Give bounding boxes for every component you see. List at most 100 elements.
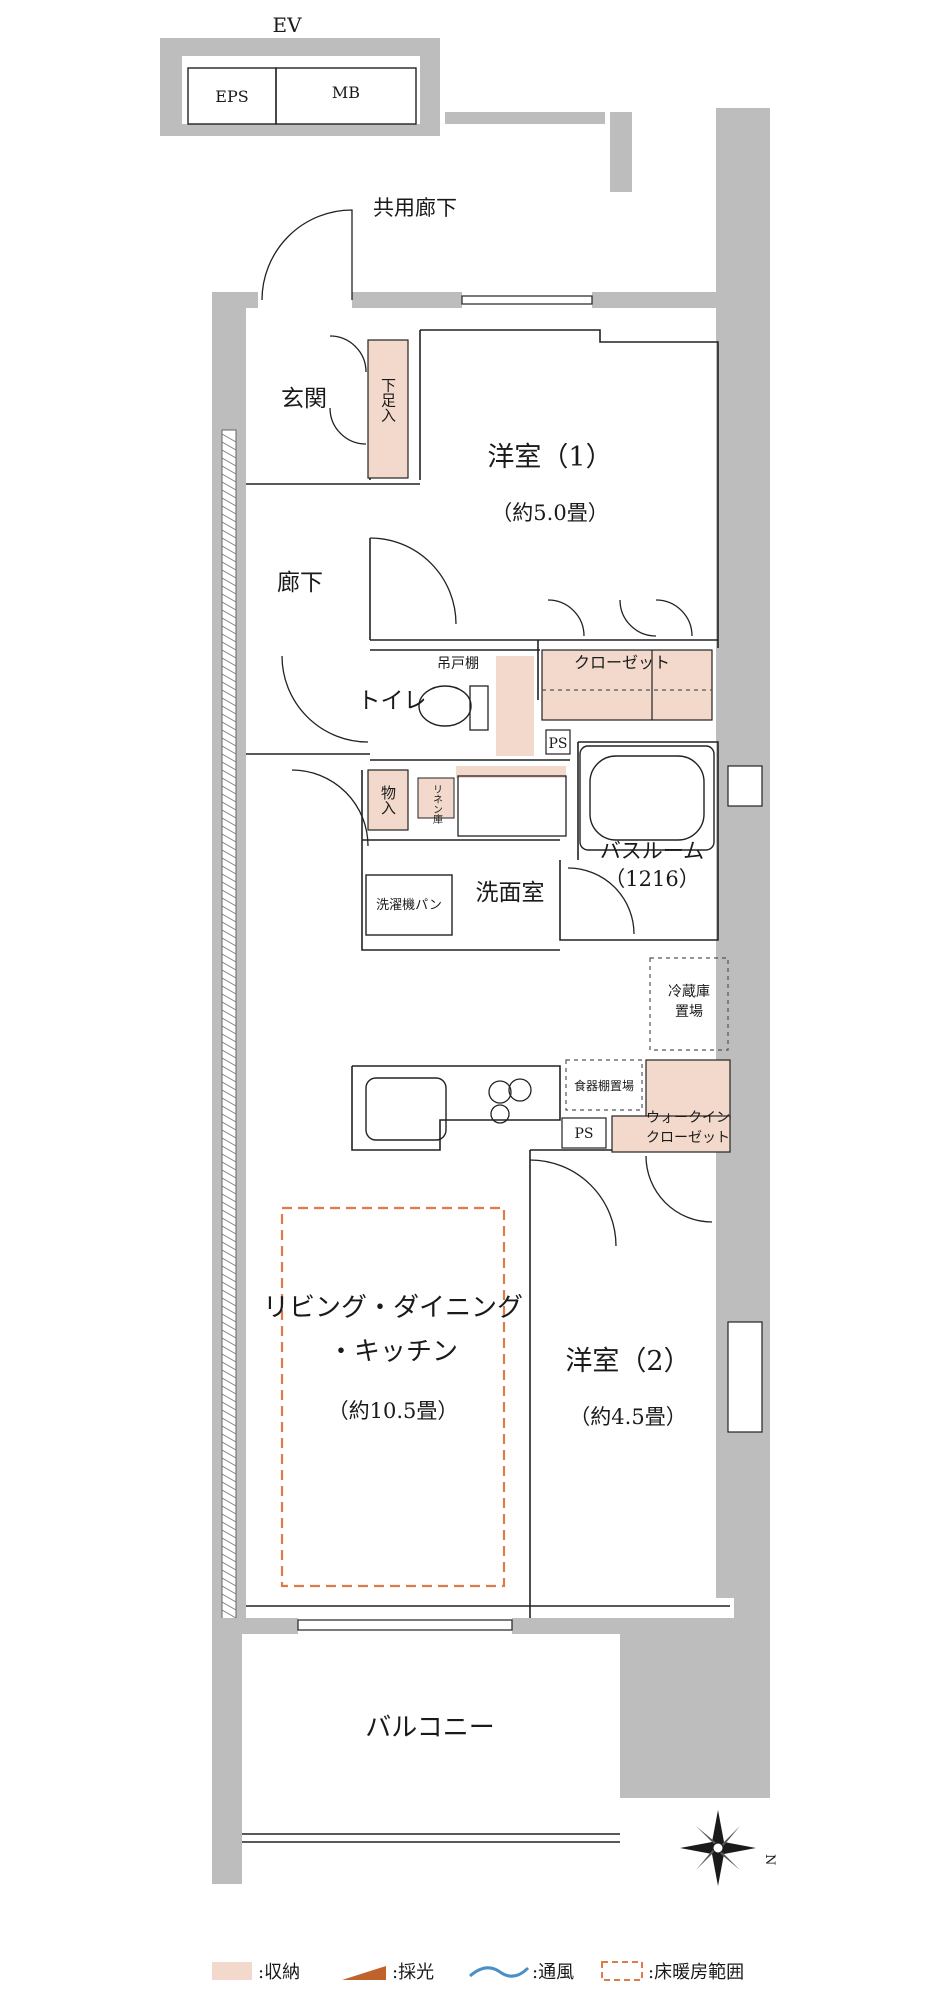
washroom-label: 洗面室 [476, 880, 545, 906]
ldk-label-2: ・キッチン [328, 1337, 458, 1367]
balcony-left-wall [212, 1634, 242, 1884]
legend-heating-swatch [601, 1961, 643, 1981]
exterior-walls [212, 108, 770, 1798]
balcony-label: バルコニー [365, 1713, 494, 1743]
room2-door [529, 1159, 617, 1247]
room1-top-line [420, 329, 719, 648]
east-wall-upper [716, 108, 734, 1598]
bathroom-name: バスルーム [600, 839, 704, 863]
mb-box [275, 67, 417, 125]
ps2-label: PS [574, 1126, 593, 1142]
south-wall-right [512, 1618, 734, 1634]
toilet-bowl [418, 685, 472, 727]
shoe-box-label: 下足入 [379, 378, 397, 423]
toilet-shelf [496, 656, 534, 756]
wash-shelf [456, 766, 566, 778]
bathtub-outer [579, 745, 715, 851]
walkin-label-2: クローゼット [646, 1130, 730, 1146]
west-hatch-lines [221, 433, 237, 1619]
floor-heating-area [280, 1206, 506, 1588]
compass-north-label: N [762, 1854, 777, 1865]
ev-left-wall [160, 56, 182, 136]
ev-top-wall [160, 38, 440, 56]
storage-label: 物入 [379, 785, 397, 815]
ev-right-wall [420, 38, 440, 136]
closet-room1 [541, 649, 713, 721]
vanity [457, 775, 567, 837]
room-labels: 玄関 下足入 廊下 洋室（1） （約5.0畳） クローゼット 吊戸棚 トイレ P… [263, 378, 730, 1430]
toilet-door [281, 655, 369, 743]
washroom-outline [361, 770, 560, 951]
kitchen-counter [351, 1065, 561, 1151]
daylight-arrow-icon [342, 1966, 386, 1980]
kitchen-sink [365, 1077, 447, 1141]
storage-closet [367, 769, 409, 831]
walkin-door [645, 1155, 713, 1223]
linen-closet [417, 777, 455, 819]
fixtures [365, 685, 729, 1149]
linen-label: リネン庫 [431, 784, 443, 825]
shared-area: EV EPS MB 共用廊下 [160, 13, 632, 220]
fridge-label-2: 置場 [675, 1004, 703, 1020]
ps-box-1 [545, 729, 571, 755]
toilet-label: トイレ [358, 688, 427, 714]
walkin-closet-lower [611, 1115, 731, 1153]
fridge-label-1: 冷蔵庫 [668, 983, 710, 1000]
legend-heating-label: :床暖房範囲 [648, 1962, 744, 1983]
ventilation-wave-icon [469, 1966, 530, 1978]
ldk-label-1: リビング・ダイニング [263, 1293, 523, 1323]
ps-box-2 [561, 1117, 607, 1149]
mb-label: MB [332, 83, 360, 102]
balcony-right-wall [620, 1634, 770, 1798]
north-wall-mid [352, 292, 462, 308]
shoe-box-doors [329, 335, 367, 445]
burner-2 [508, 1078, 532, 1102]
legend-daylight-label: :採光 [392, 1962, 434, 1983]
ev-bottom-wall [182, 124, 420, 136]
room2-size: （約4.5畳） [569, 1405, 686, 1429]
common-corridor-label: 共用廊下 [373, 196, 457, 220]
bath-outline [559, 741, 719, 941]
legend-ventilation-label: :通風 [532, 1962, 574, 1983]
toilet-tank [469, 685, 489, 731]
room2-name: 洋室（2） [565, 1346, 690, 1377]
closet-doors [547, 599, 693, 637]
legend-storage-label: :収納 [258, 1962, 300, 1983]
bathtub-inner [589, 755, 705, 841]
hanging-shelf-label: 吊戸棚 [437, 656, 479, 672]
fridge-space [649, 957, 729, 1051]
legend: :収納 :採光 :通風 :床暖房範囲 [212, 1961, 744, 1983]
washing-pan-label: 洗濯機パン [376, 898, 442, 913]
storage-areas [367, 339, 731, 1153]
burner-1 [488, 1080, 512, 1104]
bathroom-size: （1216） [604, 867, 699, 891]
ldk-window [297, 1619, 513, 1631]
doors [261, 209, 713, 1247]
burner-3 [490, 1104, 510, 1124]
north-wall-right [592, 292, 734, 308]
ps1-label: PS [548, 736, 567, 752]
balcony: バルコニー [212, 1634, 770, 1884]
corridor-label: 廊下 [277, 570, 323, 596]
shaft-right-wall [610, 112, 632, 192]
compass-center [712, 1842, 724, 1854]
room1-door [369, 537, 457, 625]
south-wall-left [212, 1618, 298, 1634]
room1-name: 洋室（1） [487, 442, 612, 473]
walkin-label-1: ウォークイン [646, 1110, 730, 1126]
entrance-door [261, 209, 353, 301]
ev-label: EV [272, 13, 302, 37]
ldk-size: （約10.5畳） [328, 1399, 459, 1423]
room1-size: （約5.0畳） [491, 501, 608, 525]
washing-pan [365, 874, 453, 936]
storage-door [291, 769, 369, 847]
closet-label: クローゼット [574, 653, 670, 672]
room2-window [727, 1321, 763, 1433]
compass: N [680, 1810, 777, 1886]
legend-storage-swatch [212, 1962, 252, 1980]
eps-label: EPS [215, 87, 248, 106]
entrance-label: 玄関 [281, 386, 327, 412]
shaft-top-wall [445, 112, 605, 124]
bath-door [567, 867, 635, 935]
